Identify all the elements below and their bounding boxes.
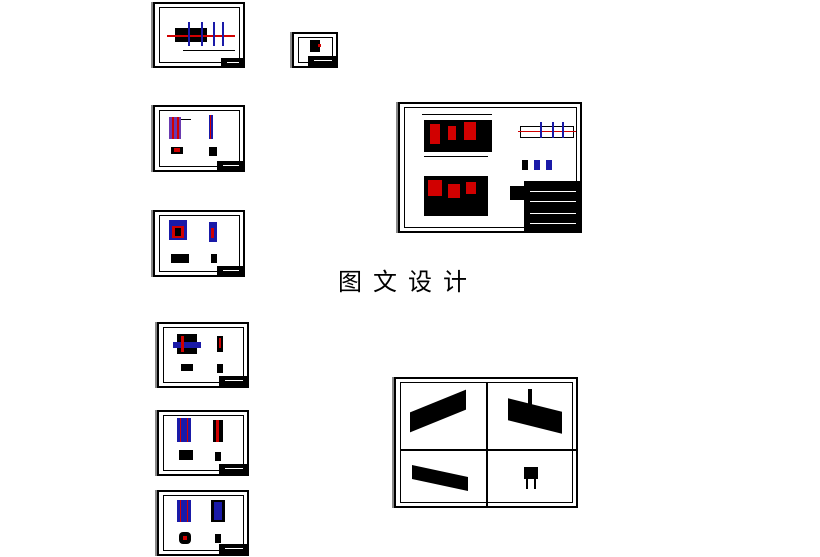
drawing-frame [404, 107, 577, 228]
drawing-thumbnail-part-1[interactable] [153, 105, 245, 172]
drawing-frame [159, 7, 240, 63]
title-block [221, 58, 243, 66]
title-block [308, 56, 336, 66]
drawing-thumbnail-part-2[interactable] [153, 210, 245, 277]
grid-divider-horizontal [400, 449, 576, 451]
grid-divider-vertical [486, 382, 488, 506]
title-block [219, 544, 247, 554]
drawing-thumbnail-isometric-views[interactable] [394, 377, 578, 508]
drawing-thumbnail-main-assembly[interactable] [398, 102, 582, 233]
page-title: 图文设计 [338, 268, 478, 296]
drawing-thumbnail-part-5[interactable] [157, 490, 249, 556]
title-block [217, 161, 243, 170]
drawing-thumbnail-small-part[interactable] [292, 32, 338, 68]
drawing-thumbnail-part-3[interactable] [157, 322, 249, 388]
title-block [219, 464, 247, 474]
drawing-thumbnail-part-4[interactable] [157, 410, 249, 476]
drawing-frame [163, 327, 244, 383]
drawing-frame [159, 110, 240, 167]
drawing-frame [159, 215, 240, 272]
part-view [310, 40, 320, 52]
drawing-frame [163, 415, 244, 471]
title-block [217, 266, 243, 275]
isometric-view-4 [524, 467, 538, 479]
title-block [524, 181, 580, 231]
drawing-thumbnail-shaft-assembly[interactable] [153, 2, 245, 68]
drawing-frame [163, 495, 244, 551]
title-block [219, 376, 247, 386]
